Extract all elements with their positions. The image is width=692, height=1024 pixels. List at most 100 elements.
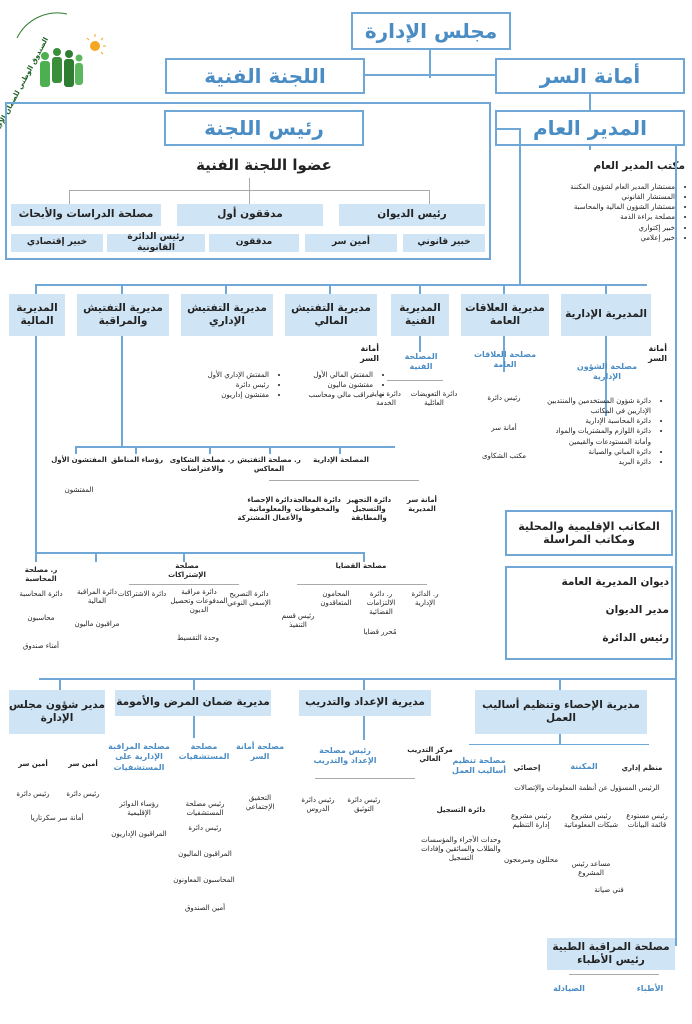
regional-box: المكاتب الإقليمية والمحلية ومكاتب المراس… [506,510,674,556]
training-service: رئيس مصلحة الإعداد والتدريب [314,746,378,766]
committee-members-title: عضوا اللجنة الفنية [197,156,333,174]
board-sec1: أمين سر [69,760,99,768]
gd-office-box [506,566,674,660]
dg-office-title: مكتب المدير العام [594,160,686,172]
fin-subs-dept: دائرة الاشتراكات [118,590,168,598]
fin-declaration: دائرة التصريح الإسمي النوعي [228,590,272,608]
fin-insp-item: مفتشون ماليون [284,380,374,390]
committee-sub-sec-label: أمين سر [333,237,372,248]
tech-dir-end: دائرة نهاية الخدمة [372,390,402,408]
pr-dir-head: رئيس دائرة [488,394,522,402]
committee-box-studies: مصلحة الدراسات والأبحاث [12,204,162,226]
medical-label: مصلحة المراقبة الطبية رئيس الأطباء [553,940,671,966]
health-social: التحقيق الإجتماعي [246,794,276,812]
dir-ctrl-insp: مديرية التفتيش والمراقبة [78,294,170,336]
committee-sub-economist: خبير إقتصادي [12,234,104,252]
regional-label: المكاتب الإقليمية والمحلية ومكاتب المراس… [519,520,661,546]
committee-sub-auditors-label: مدققون [236,237,274,248]
admin-dir-item: دائرة اللوازم والمشتريات والمواد وأمانة … [548,426,652,446]
committee-sub-legaldept-label: رئيس الدائرة القانونية [128,231,186,253]
stats-responsible: الرئيس المسؤول عن أنظمة المعلومات والإتص… [515,784,661,792]
admin-dir-service: مصلحة الشؤون الإدارية [577,362,639,382]
fin-insp-list: المفتش المالي الأول مفتشون ماليون مراقب … [284,370,384,400]
adm-insp-item: مفتشون إداريون [186,390,270,400]
committee-box-auditors-label: مدققون أول [218,208,284,221]
dir-training-label: مديرية الإعداد والتدريب [306,696,426,709]
logo-figures-icon [17,12,107,87]
admin-dir-item: دائرة البريد [548,457,652,467]
mid-dir-sec: أمانة سر المديرية [408,496,438,514]
admin-dir-secretariat: أمانة السر [649,344,668,364]
fin-controllers: مراقبون ماليون [75,620,121,628]
training-lessons: رئيس دائرة الدروس [302,796,336,814]
pr-dir-service: مصلحة العلاقات العامة [474,350,538,370]
stats-mechanization: المكننة [571,762,599,771]
committee-sub-legal: خبير قانوني [404,234,486,252]
fin-obligations: ر. دائرة الالتزامات القضائية [367,590,397,617]
committee-sub-legal-label: خبير قانوني [418,237,472,248]
pr-dir-sec: أمانة سر [492,424,518,432]
director-general-box: المدير العام [496,110,686,146]
gd-office-dept: رئيس الدائرة [603,632,670,644]
dir-tech-label: المديرية الفنية [400,301,442,327]
tech-dir-service: المصلحة الفنية [405,352,439,372]
secretariat-box: أمانة السر [496,58,686,94]
mid-stats: دائرة الإحصاء والمعلوماتية والأعمال المش… [238,496,304,523]
stats-organizer: منظم إداري [622,764,664,772]
mid-admin-service: المصلحة الإدارية [314,456,370,464]
dir-fin-insp: مديرية التفتيش المالي [286,294,378,336]
dg-office-item: المستشار القانوني [506,192,676,202]
fin-insp-item: المفتش المالي الأول [284,370,374,380]
fin-payments: دائرة مراقبة المدفوعات وتحصيل الديون [171,588,229,615]
ctrl-insp-first: المفتشون الأول [52,456,108,464]
stats-statistician: إحصائي [514,764,542,772]
gd-office-title: ديوان المديرية العامة [562,576,671,588]
board-head2: رئيس دائرة [17,790,51,798]
dg-office-item: خبير إعلامي [506,233,676,243]
dg-office-item: خبير إكتواري [506,223,676,233]
fin-judicial: مصلحة القضايا [336,562,388,570]
fin-admin-dept: ر. الدائرة الإدارية [412,590,440,608]
dir-admin-label: المديرية الإدارية [566,308,648,321]
dir-adm-insp: مديرية التفتيش الإداري [182,294,274,336]
health-secretariat: مصلحة أمانة السر [236,742,286,762]
tech-dir-family: دائرة التعويضات العائلية [411,390,459,408]
board-sec2: أمين سر [19,760,49,768]
adm-insp-list: المفتش الإداري الأول رئيس دائرة مفتشون إ… [186,370,280,400]
mid-complaints: ر. مصلحة الشكاوى والاعتراضات [170,456,236,474]
board-secretary: أمانة سر سكرتاريا [31,814,85,822]
dir-finance-label: المديرية المالية [17,301,59,327]
dir-stats: مديرية الإحصاء وتنظيم أساليب العمل [476,690,648,734]
committee-sub-auditors: مدققون [210,234,300,252]
committee-frame [6,102,492,260]
dir-health-label: مديرية ضمان المرض والأمومة [117,696,271,709]
dir-fin-insp-label: مديرية التفتيش المالي [292,301,372,327]
dir-pr-label: مديرية العلاقات العامة [466,301,546,327]
dir-board-label: مدير شؤون مجلس الإدارة [10,698,106,724]
health-dept-head: رئيس دائرة [189,824,223,832]
health-fin-controllers: المراقبون الماليون [179,850,233,858]
adm-insp-item: رئيس دائرة [186,380,270,390]
stats-methods: مصلحة تنظيم أساليب العمل [453,756,507,776]
stats-db-project: رئيس مستودع قائمة البيانات [627,812,669,830]
ctrl-insp-inspectors: المفتشون [65,486,95,494]
health-adm-controllers: المراقبون الإداريون [112,830,168,838]
fin-subs-service: مصلحة الإشتراكات [169,562,207,580]
committee-sub-economist-label: خبير إقتصادي [27,237,89,248]
health-accountants: المحاسبون المعاونون [174,876,236,884]
dir-finance: المديرية المالية [10,294,66,336]
dir-stats-label: مديرية الإحصاء وتنظيم أساليب العمل [483,698,641,724]
fin-execution: رئيس قسم التنفيذ [282,612,316,630]
committee-box-studies-label: مصلحة الدراسات والأبحاث [19,208,155,221]
board-label: مجلس الإدارة [365,19,499,43]
fin-insp-sec: أمانة السر [361,344,380,364]
fin-treasurers: أمناء صندوق [24,642,60,650]
dir-ctrl-insp-label: مديرية التفتيش والمراقبة [84,301,164,327]
training-doc: رئيس دائرة التوثيق [348,796,382,814]
dir-adm-insp-label: مديرية التفتيش الإداري [188,301,268,327]
dir-pr: مديرية العلاقات العامة [462,294,550,336]
fin-accounting-head: ر. مصلحة المحاسبة [25,566,59,584]
gd-office-manager: مدير الديوان [606,604,670,616]
health-hospitals: مصلحة المستشفيات [179,742,231,762]
committee-sub-sec: أمين سر [306,234,398,252]
